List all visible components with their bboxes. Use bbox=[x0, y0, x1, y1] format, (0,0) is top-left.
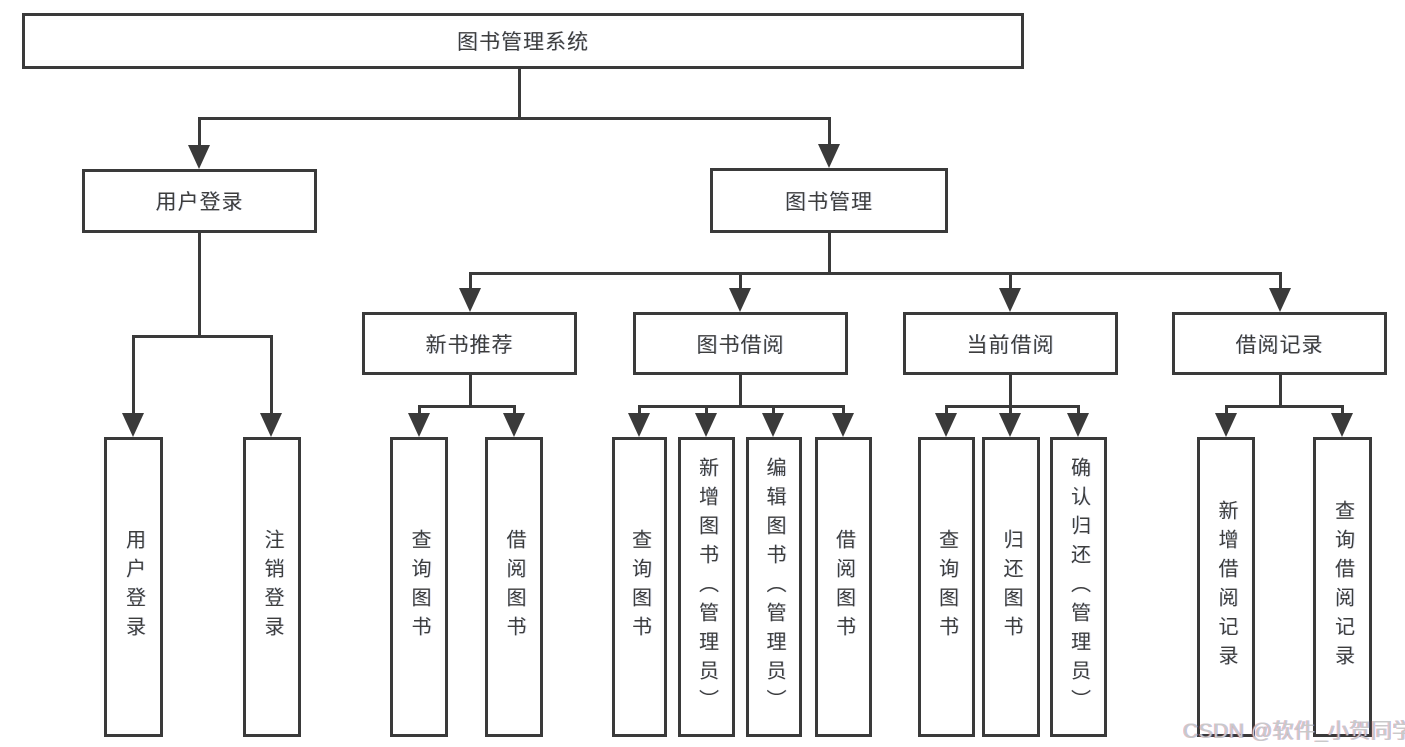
leaf-newbook-query: 查询图书 bbox=[390, 437, 448, 737]
connector bbox=[469, 272, 1282, 275]
leaf-newbook-query-label: 查询图书 bbox=[408, 529, 430, 645]
leaf-borrow-query-label: 查询图书 bbox=[628, 529, 651, 645]
node-root-label: 图书管理系统 bbox=[457, 31, 589, 54]
leaf-user-login: 用户登录 bbox=[104, 437, 163, 737]
arrow-down-icon bbox=[695, 413, 717, 437]
connector bbox=[842, 405, 845, 417]
arrow-down-icon bbox=[1269, 288, 1291, 312]
leaf-current-confirm: 确认归还（管理员） bbox=[1050, 437, 1107, 737]
connector bbox=[198, 117, 201, 148]
connector bbox=[1225, 405, 1344, 408]
arrow-down-icon bbox=[122, 413, 144, 437]
connector bbox=[739, 375, 742, 408]
node-root: 图书管理系统 bbox=[22, 13, 1024, 69]
leaf-record-query-label: 查询借阅记录 bbox=[1331, 500, 1354, 674]
leaf-record-query: 查询借阅记录 bbox=[1313, 437, 1372, 737]
leaf-current-confirm-label: 确认归还（管理员） bbox=[1067, 456, 1090, 718]
connector bbox=[513, 405, 516, 417]
connector bbox=[132, 335, 135, 415]
node-book-borrow-label: 图书借阅 bbox=[696, 333, 785, 357]
connector bbox=[739, 272, 742, 290]
node-new-book-recommend-label: 新书推荐 bbox=[425, 333, 514, 357]
arrow-down-icon bbox=[503, 413, 525, 437]
arrow-down-icon bbox=[408, 413, 430, 437]
leaf-borrow-add: 新增图书（管理员） bbox=[678, 437, 735, 737]
leaf-newbook-borrow: 借阅图书 bbox=[485, 437, 543, 737]
arrow-down-icon bbox=[628, 413, 650, 437]
connector bbox=[198, 117, 831, 120]
leaf-borrow-edit: 编辑图书（管理员） bbox=[746, 437, 802, 737]
connector bbox=[1009, 272, 1012, 290]
connector bbox=[1077, 405, 1080, 417]
connector bbox=[1279, 272, 1282, 290]
leaf-logout: 注销登录 bbox=[243, 437, 301, 737]
leaf-current-return: 归还图书 bbox=[982, 437, 1040, 737]
connector bbox=[1009, 405, 1012, 417]
arrow-down-icon bbox=[188, 145, 210, 169]
node-book-borrow: 图书借阅 bbox=[633, 312, 848, 375]
leaf-record-add: 新增借阅记录 bbox=[1197, 437, 1255, 737]
connector bbox=[518, 69, 521, 119]
leaf-newbook-borrow-label: 借阅图书 bbox=[503, 529, 525, 645]
node-user-login: 用户登录 bbox=[82, 169, 317, 233]
arrow-down-icon bbox=[818, 144, 840, 168]
connector bbox=[828, 117, 831, 147]
connector bbox=[945, 405, 948, 417]
leaf-logout-label: 注销登录 bbox=[261, 529, 283, 645]
leaf-borrow-add-label: 新增图书（管理员） bbox=[695, 456, 718, 718]
connector bbox=[198, 233, 201, 337]
connector bbox=[1009, 375, 1012, 408]
node-book-management: 图书管理 bbox=[710, 168, 948, 233]
connector bbox=[705, 405, 708, 417]
arrow-down-icon bbox=[1215, 413, 1237, 437]
connector bbox=[1341, 405, 1344, 417]
leaf-borrow-edit-label: 编辑图书（管理员） bbox=[763, 456, 785, 718]
leaf-current-return-label: 归还图书 bbox=[1000, 529, 1022, 645]
connector bbox=[132, 335, 273, 338]
connector bbox=[828, 233, 831, 275]
node-book-management-label: 图书管理 bbox=[785, 190, 873, 214]
leaf-borrow-book: 借阅图书 bbox=[815, 437, 872, 737]
connector bbox=[418, 405, 421, 417]
leaf-borrow-book-label: 借阅图书 bbox=[832, 529, 855, 645]
connector bbox=[469, 375, 472, 408]
arrow-down-icon bbox=[999, 413, 1021, 437]
arrow-down-icon bbox=[1331, 413, 1353, 437]
csdn-watermark: CSDN @软件_小贺同学 bbox=[1183, 720, 1405, 743]
leaf-current-query: 查询图书 bbox=[918, 437, 975, 737]
connector bbox=[1225, 405, 1228, 417]
node-borrow-record-label: 借阅记录 bbox=[1235, 333, 1324, 357]
node-user-login-label: 用户登录 bbox=[155, 191, 244, 214]
arrow-down-icon bbox=[832, 413, 854, 437]
connector bbox=[638, 405, 641, 417]
connector bbox=[1279, 375, 1282, 408]
node-current-borrow: 当前借阅 bbox=[903, 312, 1118, 375]
leaf-borrow-query: 查询图书 bbox=[612, 437, 667, 737]
arrow-down-icon bbox=[260, 413, 282, 437]
leaf-current-query-label: 查询图书 bbox=[935, 529, 958, 645]
arrow-down-icon bbox=[1067, 413, 1089, 437]
node-new-book-recommend: 新书推荐 bbox=[362, 312, 577, 375]
leaf-user-login-label: 用户登录 bbox=[122, 529, 145, 645]
node-current-borrow-label: 当前借阅 bbox=[966, 333, 1055, 357]
node-borrow-record: 借阅记录 bbox=[1172, 312, 1387, 375]
connector bbox=[418, 405, 516, 408]
connector bbox=[469, 272, 472, 290]
connector bbox=[270, 335, 273, 415]
connector bbox=[772, 405, 775, 417]
connector bbox=[945, 405, 1080, 408]
arrow-down-icon bbox=[999, 288, 1021, 312]
arrow-down-icon bbox=[729, 288, 751, 312]
connector bbox=[638, 405, 845, 408]
arrow-down-icon bbox=[762, 413, 784, 437]
arrow-down-icon bbox=[459, 288, 481, 312]
arrow-down-icon bbox=[935, 413, 957, 437]
leaf-record-add-label: 新增借阅记录 bbox=[1215, 500, 1237, 674]
